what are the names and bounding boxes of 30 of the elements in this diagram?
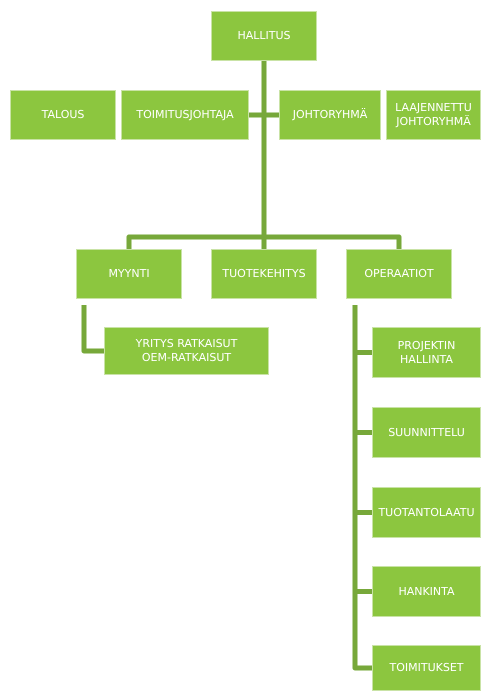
box-label: TOIMITUSJOHTAJA <box>136 108 234 122</box>
org-box <box>121 90 249 140</box>
org-box <box>372 327 481 378</box>
connector-line <box>82 305 104 354</box>
box-label: OPERAATIOT <box>364 267 434 281</box>
org-box <box>279 90 381 140</box>
box-label: LAAJENNETTU JOHTORYHMÄ <box>394 101 473 129</box>
org-box <box>211 249 317 299</box>
box-label: OEM-RATKAISUT <box>142 351 232 365</box>
org-box <box>372 487 481 538</box>
org-box <box>386 90 481 140</box>
box-label: HANKINTA <box>398 584 455 598</box>
box-label: TALOUS <box>42 108 84 122</box>
org-box <box>104 327 269 375</box>
box-label: TUOTANTOLAATU <box>378 506 475 520</box>
org-box <box>10 90 116 140</box>
org-box <box>372 407 481 458</box>
box-label: TOIMITUKSET <box>390 661 464 675</box>
org-box <box>211 11 317 61</box>
org-box <box>372 566 481 617</box>
box-label: YRITYS RATKAISUT <box>136 337 238 351</box>
org-box <box>76 249 182 299</box>
box-label: TUOTEKEHITYS <box>222 267 306 281</box>
box-label: HALLITUS <box>237 29 291 43</box>
box-label: JOHTORYHMÄ <box>292 108 368 122</box>
org-box <box>372 645 481 691</box>
org-box <box>346 249 452 299</box>
box-label: SUUNNITTELU <box>388 426 465 440</box>
box-label: MYYNTI <box>108 267 150 281</box>
box-label: PROJEKTIN HALLINTA <box>396 338 456 366</box>
